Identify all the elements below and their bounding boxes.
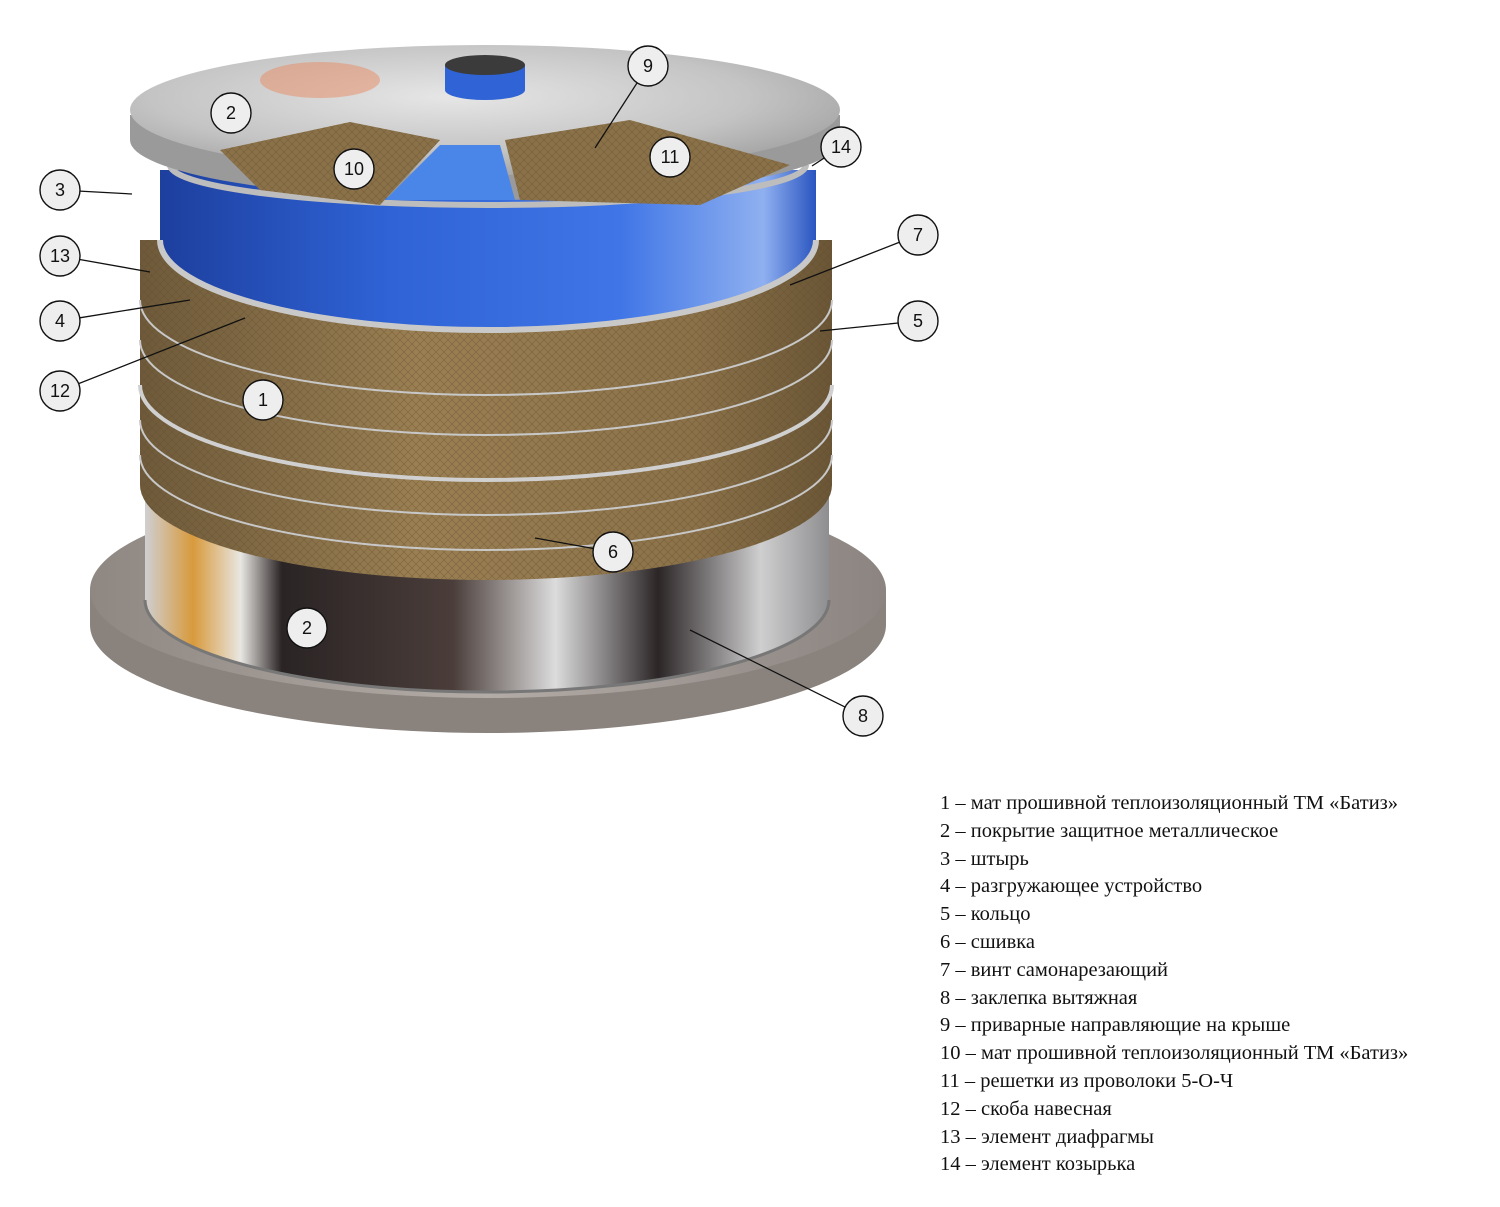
leader-line-rivet xyxy=(689,629,846,708)
callout-circle xyxy=(286,607,328,649)
legend-item: 6 – сшивка xyxy=(940,930,1036,953)
legend-item: 9 – приварные направляющие на крыше xyxy=(940,1014,1291,1037)
leader-line-unloading-device xyxy=(79,299,191,319)
leader-line-bracket xyxy=(78,317,246,385)
callout-rivet: 8 xyxy=(842,695,884,737)
legend-item: 10 – мат прошивной теплоизоляционный ТМ … xyxy=(940,1042,1409,1065)
callout-circle xyxy=(39,300,81,342)
wall-insulation xyxy=(138,240,834,580)
callout-circle xyxy=(897,214,939,256)
callout-screw: 7 xyxy=(897,214,939,256)
callout-number: 7 xyxy=(913,225,923,245)
callout-number: 6 xyxy=(608,542,618,562)
leader-line-stitching xyxy=(534,537,594,550)
callout-wall-mat: 1 xyxy=(242,379,284,421)
leader-line-diaphragm xyxy=(79,258,151,273)
legend-item: 1 – мат прошивной теплоизоляционный ТМ «… xyxy=(940,792,1399,814)
callout-diaphragm: 13 xyxy=(39,235,81,277)
callout-roof-cover: 2 xyxy=(210,92,252,134)
callout-bracket: 12 xyxy=(39,370,81,412)
callout-circle xyxy=(627,45,669,87)
tank-shell xyxy=(157,164,819,333)
callout-number: 10 xyxy=(344,159,364,179)
callout-number: 12 xyxy=(50,381,70,401)
leader-line-roof-guides xyxy=(594,82,638,149)
callout-wire-grid: 11 xyxy=(649,136,691,178)
callout-number: 9 xyxy=(643,56,653,76)
callout-circle xyxy=(242,379,284,421)
leader-line-pin xyxy=(79,190,133,195)
callout-number: 2 xyxy=(302,618,312,638)
callout-circle xyxy=(210,92,252,134)
legend: 1 – мат прошивной теплоизоляционный ТМ «… xyxy=(940,790,1408,1179)
callout-number: 13 xyxy=(50,246,70,266)
callout-unloading-device: 4 xyxy=(39,300,81,342)
legend-item: 13 – элемент диафрагмы xyxy=(940,1125,1154,1148)
legend-item: 2 – покрытие защитное металлическое xyxy=(940,819,1279,842)
callout-wall-cover: 2 xyxy=(286,607,328,649)
callout-number: 5 xyxy=(913,311,923,331)
leader-line-canopy xyxy=(811,157,825,167)
callout-canopy: 14 xyxy=(820,126,862,168)
callout-circle xyxy=(39,235,81,277)
callout-number: 8 xyxy=(858,706,868,726)
leader-lines xyxy=(78,82,900,708)
legend-item: 8 – заклепка вытяжная xyxy=(940,986,1138,1009)
legend-item: 5 – кольцо xyxy=(940,903,1031,926)
leader-line-screw xyxy=(789,241,900,286)
legend-item: 4 – разгружающее устройство xyxy=(940,875,1203,898)
callout-ring: 5 xyxy=(897,300,939,342)
callout-number: 2 xyxy=(226,103,236,123)
callout-roof-mat: 10 xyxy=(333,148,375,190)
callout-pin: 3 xyxy=(39,169,81,211)
legend-item: 7 – винт самонарезающий xyxy=(940,958,1169,981)
callout-circle xyxy=(592,531,634,573)
callout-circle xyxy=(39,370,81,412)
callout-number: 14 xyxy=(831,137,851,157)
callout-number: 11 xyxy=(661,147,680,167)
legend-item: 14 – элемент козырька xyxy=(940,1153,1136,1176)
callout-markers: 2 9 14 3 10 11 13 7 4 5 12 1 6 2 8 xyxy=(39,45,939,737)
callout-number: 4 xyxy=(55,311,65,331)
callout-circle xyxy=(897,300,939,342)
callout-circle xyxy=(842,695,884,737)
legend-item: 11 – решетки из проволоки 5-О-Ч xyxy=(940,1069,1234,1092)
callout-circle xyxy=(820,126,862,168)
callout-circle xyxy=(39,169,81,211)
callout-circle xyxy=(649,136,691,178)
callout-number: 3 xyxy=(55,180,65,200)
leader-line-ring xyxy=(819,322,899,332)
callout-circle xyxy=(333,148,375,190)
callout-roof-guides: 9 xyxy=(627,45,669,87)
legend-item: 3 – штырь xyxy=(940,847,1029,870)
callout-stitching: 6 xyxy=(592,531,634,573)
legend-item: 12 – скоба навесная xyxy=(940,1097,1112,1120)
callout-number: 1 xyxy=(258,390,268,410)
